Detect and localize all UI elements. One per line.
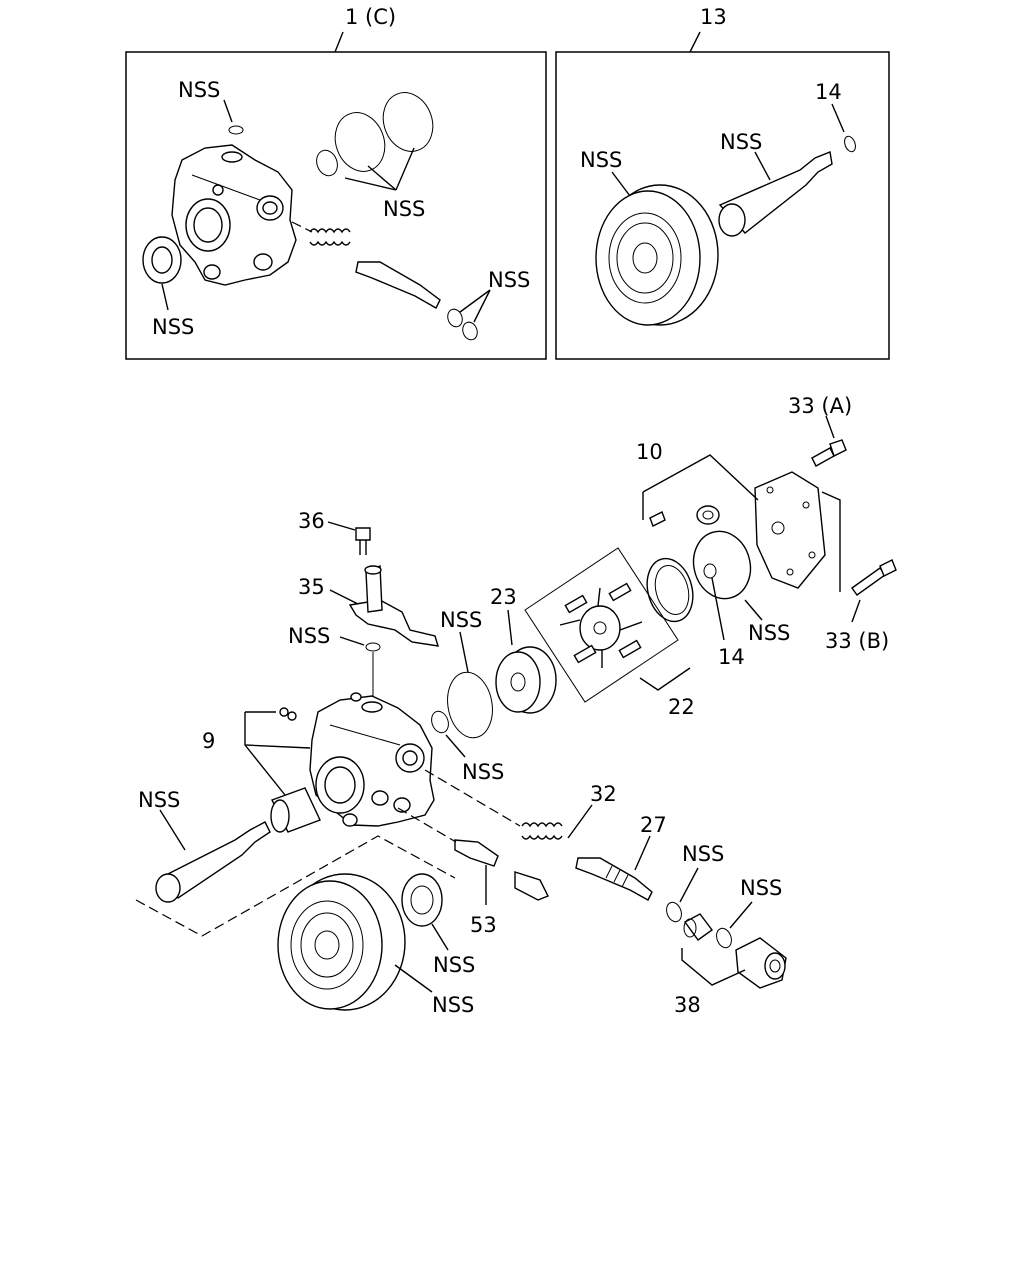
label-nss-oring-small[interactable]: NSS <box>462 760 504 784</box>
label-nss-kit1-bottom-right[interactable]: NSS <box>488 268 530 292</box>
label-nss-kit1-orings[interactable]: NSS <box>383 197 425 221</box>
shaft-kit <box>718 151 833 237</box>
pulley-kit <box>595 184 719 326</box>
label-nss-shaft-kit[interactable]: NSS <box>720 130 762 154</box>
label-53[interactable]: 53 <box>470 913 497 937</box>
small-oring-kit-top <box>228 125 244 135</box>
spring-32 <box>521 822 563 840</box>
label-nss-pulley-kit[interactable]: NSS <box>580 148 622 172</box>
pump-body-kit <box>171 144 297 286</box>
label-nss-pulley-main[interactable]: NSS <box>432 993 474 1017</box>
oring-bracket <box>365 642 381 652</box>
cam-ring <box>646 557 694 623</box>
label-nss-fitting-a[interactable]: NSS <box>682 842 724 866</box>
union-fitting <box>683 913 713 941</box>
cover-plate <box>754 471 826 589</box>
label-22[interactable]: 22 <box>668 695 695 719</box>
label-10[interactable]: 10 <box>636 440 663 464</box>
oring-large <box>447 671 493 739</box>
dowel-pin <box>649 511 666 527</box>
label-32[interactable]: 32 <box>590 782 617 806</box>
oil-seal-kit <box>142 236 182 284</box>
valve-27 <box>575 857 653 901</box>
label-14-kit[interactable]: 14 <box>815 80 842 104</box>
label-nss-kit1-seal[interactable]: NSS <box>152 315 194 339</box>
bushing-9 <box>270 787 321 833</box>
kit-box-1c: 1 (C) <box>125 5 547 360</box>
label-nss-seal-main[interactable]: NSS <box>433 953 475 977</box>
oil-seal-main <box>401 873 443 927</box>
oring-kit-b <box>334 112 386 172</box>
rotor-vane-set <box>524 547 679 703</box>
oring-kit-a <box>316 149 338 177</box>
label-nss-kit1-top[interactable]: NSS <box>178 78 220 102</box>
oring-fitting-b <box>716 927 732 949</box>
stud-33b <box>851 559 897 596</box>
label-23[interactable]: 23 <box>490 585 517 609</box>
pulley-main <box>277 873 406 1011</box>
label-35[interactable]: 35 <box>298 575 325 599</box>
label-kit-1c[interactable]: 1 (C) <box>345 5 396 29</box>
valve-kit <box>355 261 441 309</box>
label-kit-13[interactable]: 13 <box>700 5 727 29</box>
pin-set-9 <box>279 707 297 721</box>
oring-small-body <box>431 710 449 734</box>
oring-kit-e <box>462 321 478 341</box>
oring-kit-c <box>382 92 434 152</box>
label-33b[interactable]: 33 (B) <box>825 629 889 653</box>
label-38[interactable]: 38 <box>674 993 701 1017</box>
pump-body-main <box>309 692 435 827</box>
label-9[interactable]: 9 <box>202 729 215 753</box>
spring-kit <box>309 228 351 246</box>
kit-box-13: 13 14 NSS NSS <box>555 5 890 360</box>
bolt-36 <box>355 527 371 555</box>
sensor-53 <box>454 839 549 901</box>
side-plate-23 <box>495 646 557 714</box>
label-14-main[interactable]: 14 <box>718 645 745 669</box>
bracket-35 <box>348 564 439 647</box>
bolt-33a <box>811 439 847 467</box>
label-36[interactable]: 36 <box>298 509 325 533</box>
bushing-10 <box>696 505 720 525</box>
label-nss-bracket-oring[interactable]: NSS <box>288 624 330 648</box>
snap-ring-kit <box>844 135 856 153</box>
oring-kit-d <box>447 308 463 328</box>
oring-fitting-a <box>666 901 682 923</box>
label-33a[interactable]: 33 (A) <box>788 394 852 418</box>
label-nss-oring-large[interactable]: NSS <box>440 608 482 632</box>
label-27[interactable]: 27 <box>640 813 667 837</box>
label-nss-shaft-main[interactable]: NSS <box>138 788 180 812</box>
shaft-main <box>155 821 271 903</box>
label-nss-fitting-b[interactable]: NSS <box>740 876 782 900</box>
connector-38 <box>735 937 787 989</box>
side-plate <box>692 530 752 600</box>
label-nss-plate[interactable]: NSS <box>748 621 790 645</box>
